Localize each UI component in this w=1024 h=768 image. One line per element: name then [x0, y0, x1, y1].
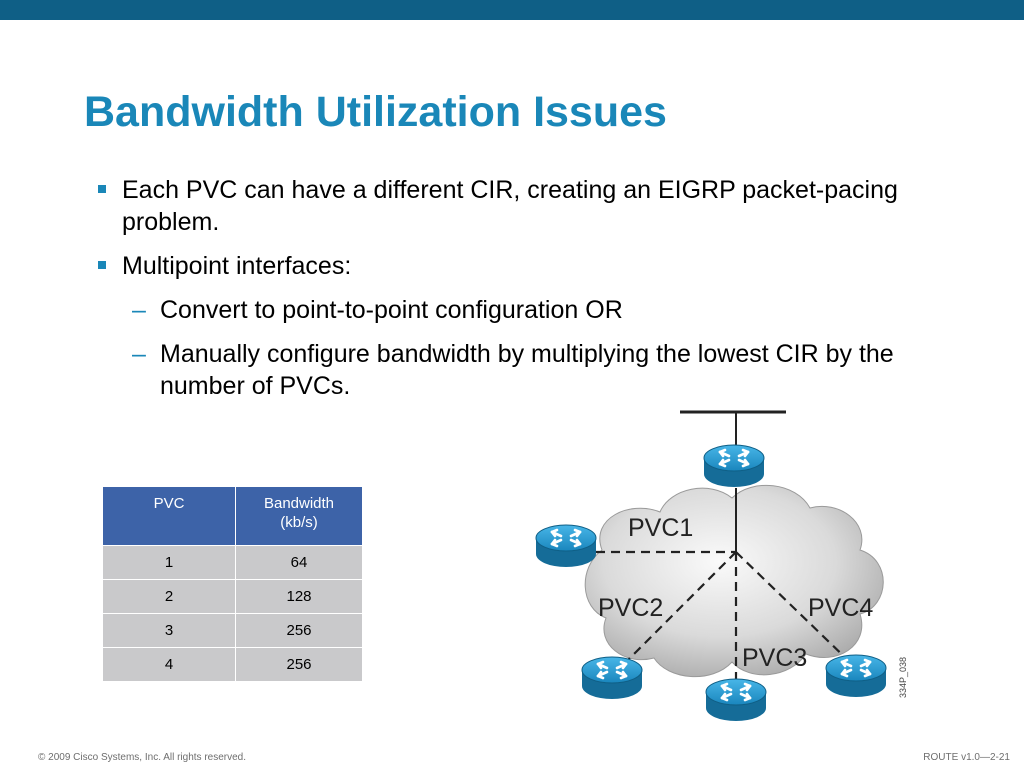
- table-header-row: PVC Bandwidth (kb/s): [102, 486, 363, 546]
- table-row: 3 256: [102, 613, 363, 648]
- pvc2-label: PVC2: [598, 594, 663, 622]
- sub-bullet-text: Convert to point-to-point configuration …: [160, 296, 623, 324]
- table-row: 1 64: [102, 545, 363, 580]
- cell-pvc: 4: [102, 647, 236, 682]
- copyright-footer: © 2009 Cisco Systems, Inc. All rights re…: [38, 752, 247, 763]
- pvc2-dashed-line: [617, 551, 737, 671]
- bullet-list: Each PVC can have a different CIR, creat…: [96, 174, 966, 414]
- bullet-text: Each PVC can have a different CIR, creat…: [122, 176, 898, 236]
- cell-pvc: 2: [102, 579, 236, 614]
- pvc3-label: PVC3: [742, 644, 807, 672]
- pvc1-label: PVC1: [628, 514, 693, 542]
- cell-bandwidth: 64: [235, 545, 363, 580]
- bullet-square-icon: [98, 261, 106, 269]
- bandwidth-header-line1: Bandwidth: [263, 495, 335, 512]
- router-icon: [704, 678, 768, 723]
- pvc4-dashed-line: [735, 551, 857, 669]
- dash-icon: –: [132, 340, 146, 368]
- pvc4-label: PVC4: [808, 594, 873, 622]
- bullet-item: Multipoint interfaces:: [96, 250, 966, 282]
- cell-bandwidth: 128: [235, 579, 363, 614]
- cell-pvc: 3: [102, 613, 236, 648]
- cell-pvc: 1: [102, 545, 236, 580]
- cell-bandwidth: 256: [235, 613, 363, 648]
- router-icon: [580, 656, 644, 701]
- sub-bullet-text: Manually configure bandwidth by multiply…: [160, 340, 894, 400]
- dash-icon: –: [132, 296, 146, 324]
- pvc-bandwidth-table: PVC Bandwidth (kb/s) 1 64 2 128 3 256 4 …: [102, 486, 363, 682]
- bandwidth-header-line2: (kb/s): [280, 514, 318, 531]
- slide-title: Bandwidth Utilization Issues: [84, 88, 667, 136]
- router-icon: [534, 524, 598, 569]
- table-row: 4 256: [102, 647, 363, 682]
- figure-code-label: 334P_038: [898, 657, 908, 698]
- cell-bandwidth: 256: [235, 647, 363, 682]
- router-icon: [702, 444, 766, 489]
- bullet-item: Each PVC can have a different CIR, creat…: [96, 174, 966, 238]
- course-page-footer: ROUTE v1.0—2-21: [923, 752, 1010, 763]
- table-row: 2 128: [102, 579, 363, 614]
- bullet-square-icon: [98, 185, 106, 193]
- bullet-text: Multipoint interfaces:: [122, 252, 352, 280]
- sub-bullet-item: – Manually configure bandwidth by multip…: [96, 338, 966, 402]
- top-banner: [0, 0, 1024, 20]
- frame-relay-diagram: PVC1 PVC2 PVC3 PVC4 334P_038: [534, 410, 908, 723]
- column-header-bandwidth: Bandwidth (kb/s): [235, 486, 363, 546]
- column-header-pvc: PVC: [102, 486, 236, 546]
- sub-bullet-item: – Convert to point-to-point configuratio…: [96, 294, 966, 326]
- router-icon: [824, 654, 888, 699]
